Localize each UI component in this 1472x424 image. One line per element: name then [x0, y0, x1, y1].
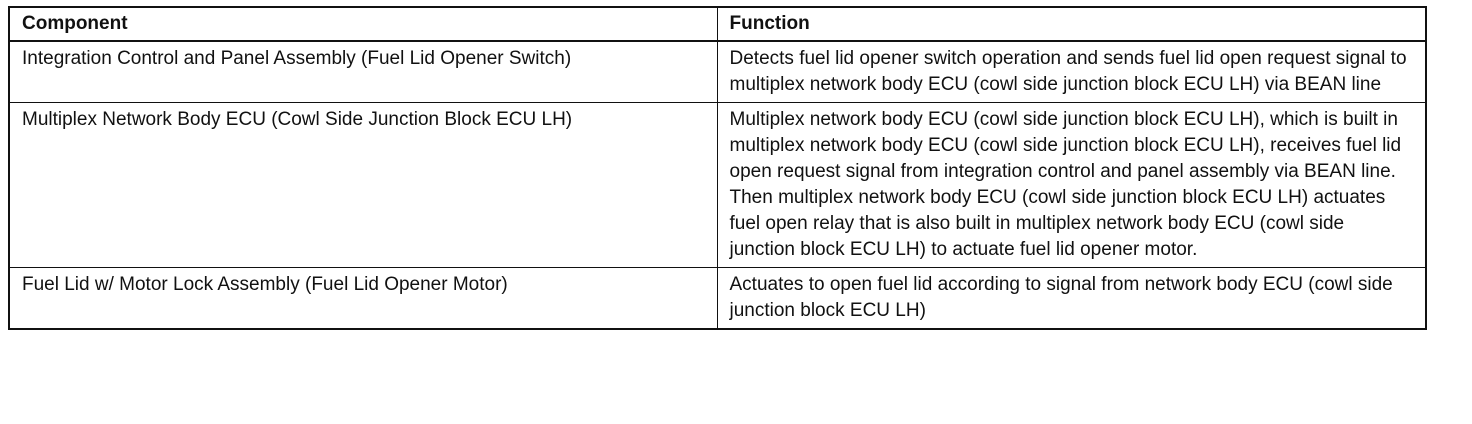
column-header-function: Function: [716, 6, 1427, 42]
table-row: Fuel Lid w/ Motor Lock Assembly (Fuel Li…: [8, 267, 1427, 330]
component-function-table: Component Function Integration Control a…: [8, 6, 1427, 330]
component-cell: Fuel Lid w/ Motor Lock Assembly (Fuel Li…: [8, 267, 718, 330]
component-cell: Multiplex Network Body ECU (Cowl Side Ju…: [8, 102, 718, 268]
function-cell: Multiplex network body ECU (cowl side ju…: [716, 102, 1427, 268]
component-cell: Integration Control and Panel Assembly (…: [8, 40, 718, 103]
table-header-row: Component Function: [8, 6, 1427, 42]
document-page: Component Function Integration Control a…: [8, 6, 1427, 330]
column-header-component: Component: [8, 6, 718, 42]
table-row: Integration Control and Panel Assembly (…: [8, 40, 1427, 103]
table-row: Multiplex Network Body ECU (Cowl Side Ju…: [8, 102, 1427, 268]
function-cell: Detects fuel lid opener switch operation…: [716, 40, 1427, 103]
function-cell: Actuates to open fuel lid according to s…: [716, 267, 1427, 330]
